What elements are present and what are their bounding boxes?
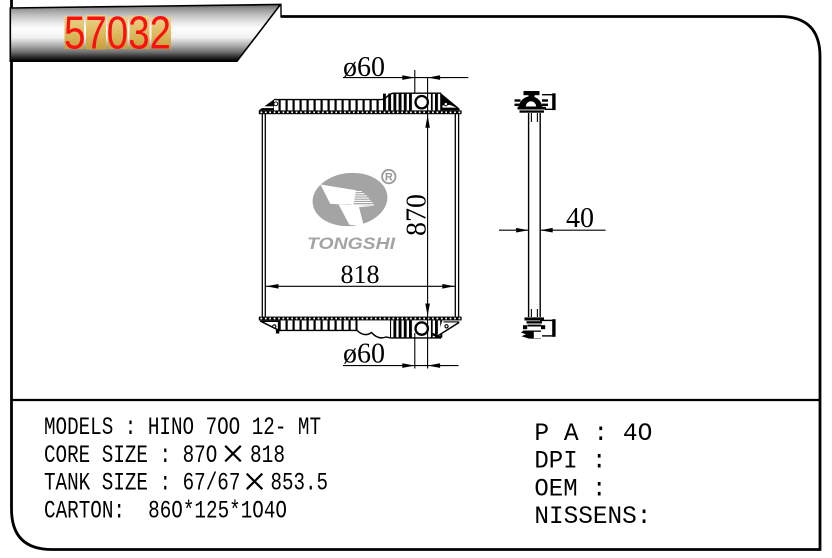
svg-text:853.5: 853.5 (271, 469, 329, 498)
svg-text:818: 818 (341, 260, 380, 289)
svg-text:40: 40 (566, 203, 594, 234)
svg-text:57032: 57032 (64, 7, 171, 59)
svg-text:OEM :: OEM : (534, 474, 606, 503)
svg-text:NISSENS:: NISSENS: (534, 502, 651, 531)
svg-text:TANK SIZE : 67/67: TANK SIZE : 67/67 (44, 469, 240, 498)
svg-text:TONGSHI: TONGSHI (307, 234, 396, 253)
svg-text:CARTON: 86O*125*1O4O: CARTON: 86O*125*1O4O (44, 496, 287, 525)
svg-text:DPI :: DPI : (534, 447, 606, 476)
svg-text:MODELS : HINO 7OO 12- MT: MODELS : HINO 7OO 12- MT (44, 413, 321, 442)
svg-text:ø60: ø60 (343, 339, 385, 370)
svg-text:818: 818 (250, 441, 285, 470)
svg-text:P A : 4O: P A : 4O (534, 419, 652, 448)
svg-text:870: 870 (402, 194, 433, 236)
svg-text:CORE SIZE : 87O: CORE SIZE : 87O (44, 441, 217, 470)
svg-text:ø60: ø60 (343, 52, 385, 83)
svg-text:R: R (385, 172, 393, 184)
